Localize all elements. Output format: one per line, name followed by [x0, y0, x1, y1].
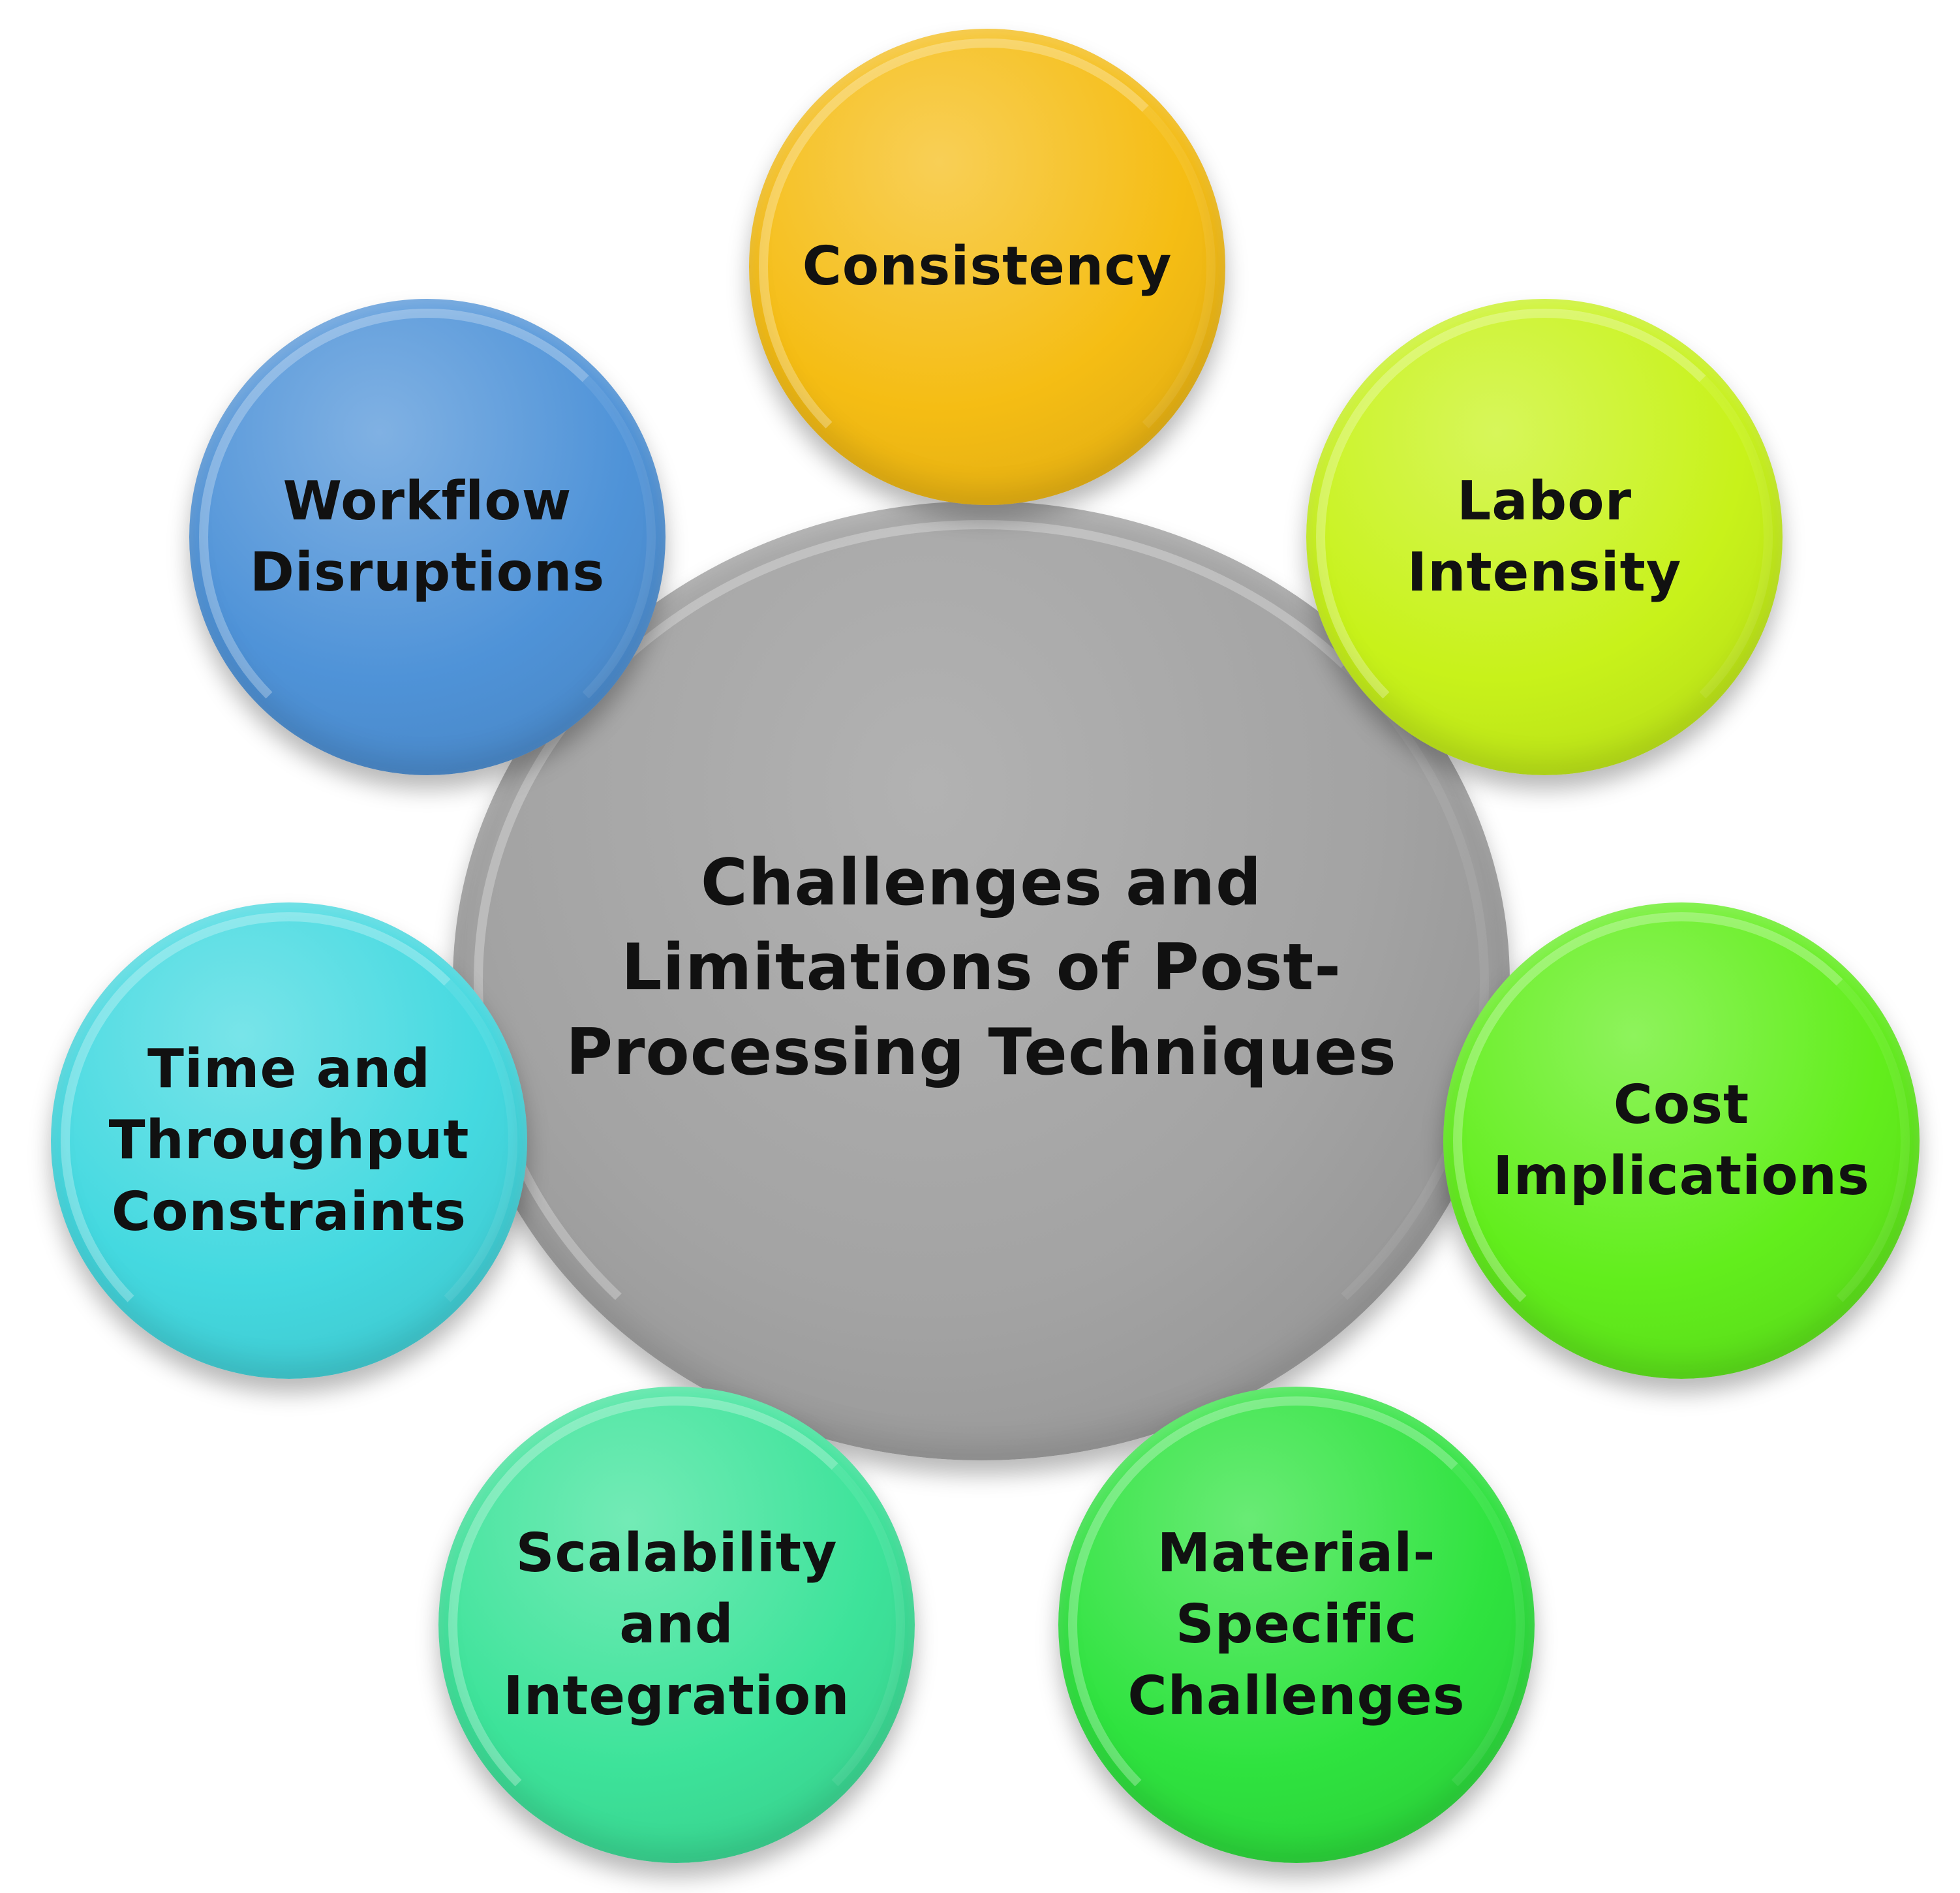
node-workflow-disruptions-circle: Workflow Disruptions: [189, 299, 666, 775]
node-labor-intensity-circle: Labor Intensity: [1306, 299, 1783, 775]
node-scalability-and-integration-circle: Scalability and Integration: [438, 1387, 915, 1863]
node-consistency-circle: Consistency: [749, 29, 1225, 505]
node-material-specific-challenges-label: Material- Specific Challenges: [1127, 1522, 1465, 1727]
node-scalability-and-integration-label: Scalability and Integration: [503, 1522, 850, 1727]
center-hub-label: Challenges and Limitations of Post- Proc…: [566, 845, 1397, 1090]
node-cost-implications-label: Cost Implications: [1493, 1073, 1870, 1207]
node-workflow-disruptions-label: Workflow Disruptions: [249, 470, 605, 604]
node-time-and-throughput-constraints-circle: Time and Throughput Constraints: [51, 902, 527, 1379]
node-labor-intensity-label: Labor Intensity: [1407, 470, 1682, 604]
node-time-and-throughput-constraints-label: Time and Throughput Constraints: [108, 1038, 470, 1243]
node-cost-implications-circle: Cost Implications: [1443, 902, 1920, 1379]
node-consistency-label: Consistency: [802, 236, 1172, 298]
center-hub-circle: Challenges and Limitations of Post- Proc…: [453, 501, 1510, 1460]
node-material-specific-challenges-circle: Material- Specific Challenges: [1058, 1387, 1535, 1863]
